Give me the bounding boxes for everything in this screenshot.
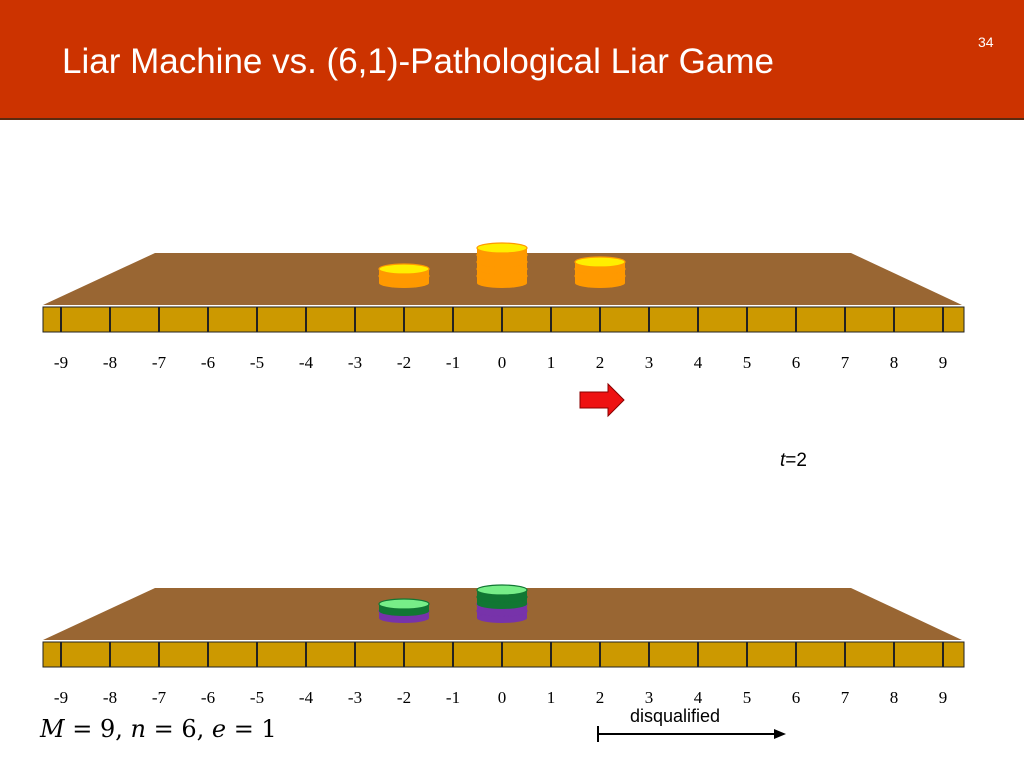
bottom-axis-label: 9 <box>939 688 948 707</box>
bottom-board: -9 -8 -7 -6 -5 -4 -3 -2 -1 0 1 2 3 4 5 6 7 8 9 <box>42 584 965 707</box>
bottom-chip-stack <box>476 584 528 623</box>
top-board: -9 -8 -7 -6 -5 -4 -3 -2 -1 0 1 2 3 4 5 6 7 8 9 <box>42 242 965 372</box>
top-axis-label: 1 <box>547 353 556 372</box>
bottom-axis-label: -2 <box>397 688 411 707</box>
top-axis-label: -6 <box>201 353 215 372</box>
top-axis-label: 2 <box>596 353 605 372</box>
slide-header: Liar Machine vs. (6,1)-Pathological Liar… <box>0 0 1024 120</box>
top-chip-stack <box>378 263 430 288</box>
param-m-var: M <box>40 715 65 743</box>
top-axis-label: 7 <box>841 353 850 372</box>
bottom-axis-label: -7 <box>152 688 167 707</box>
top-axis-label: 6 <box>792 353 801 372</box>
param-n-value: = 6, <box>145 715 212 743</box>
param-m-value: = 9, <box>64 715 131 743</box>
slide-number: 34 <box>978 34 994 50</box>
bottom-chip-face <box>378 598 430 610</box>
top-chip-stack <box>574 256 626 288</box>
top-axis-label: 8 <box>890 353 899 372</box>
top-axis-label: 5 <box>743 353 752 372</box>
bottom-axis-label: 0 <box>498 688 507 707</box>
top-axis-label: -5 <box>250 353 264 372</box>
bottom-axis-label: -6 <box>201 688 215 707</box>
top-board-strip <box>42 306 965 333</box>
top-axis-label: -1 <box>446 353 460 372</box>
time-label: t=2 <box>780 450 807 472</box>
param-n-var: n <box>130 715 146 743</box>
bottom-axis-label: 8 <box>890 688 899 707</box>
top-axis-label: 3 <box>645 353 654 372</box>
bottom-axis-label: 1 <box>547 688 556 707</box>
top-axis-label: 0 <box>498 353 507 372</box>
top-axis-label: 9 <box>939 353 948 372</box>
disqualified-label: disqualified <box>630 706 721 726</box>
top-axis-label: 4 <box>694 353 703 372</box>
bottom-chip-face <box>476 584 528 596</box>
top-chip-face <box>574 256 626 268</box>
param-e-var: e <box>211 715 227 743</box>
bottom-axis-label: -8 <box>103 688 117 707</box>
bottom-chip-stack <box>378 598 430 623</box>
bottom-axis-label: -1 <box>446 688 460 707</box>
bottom-axis-label: 6 <box>792 688 801 707</box>
bottom-axis-label: -5 <box>250 688 264 707</box>
game-parameters: M = 9, n = 6, e = 1 <box>40 715 277 743</box>
top-axis-label: -3 <box>348 353 362 372</box>
slide-title: Liar Machine vs. (6,1)-Pathological Liar… <box>62 42 774 81</box>
bottom-board-strip <box>42 641 965 668</box>
bottom-axis-label: 3 <box>645 688 654 707</box>
bottom-axis-label: 7 <box>841 688 850 707</box>
bottom-axis-label: -9 <box>54 688 68 707</box>
right-arrow-icon <box>579 382 625 418</box>
time-value: =2 <box>785 450 807 471</box>
top-axis-label: -2 <box>397 353 411 372</box>
top-chip-stack <box>476 242 528 288</box>
top-axis-label: -8 <box>103 353 117 372</box>
top-chip-face <box>378 263 430 275</box>
bottom-axis-label: -3 <box>348 688 362 707</box>
top-axis-label: -4 <box>299 353 314 372</box>
bottom-axis-label: -4 <box>299 688 314 707</box>
top-axis-label: -9 <box>54 353 68 372</box>
bottom-axis-label: 4 <box>694 688 703 707</box>
disqualified-arrow <box>597 726 786 742</box>
top-chip-face <box>476 242 528 254</box>
time-var: t <box>780 450 786 471</box>
param-e-value: = 1 <box>226 715 277 743</box>
bottom-axis-label: 5 <box>743 688 752 707</box>
top-axis-label: -7 <box>152 353 167 372</box>
bottom-axis-label: 2 <box>596 688 605 707</box>
